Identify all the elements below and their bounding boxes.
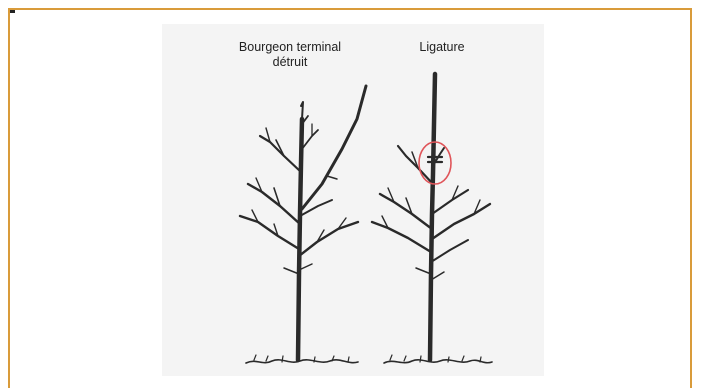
left-tree-trunk [298, 119, 302, 360]
right-tree-ground [384, 360, 492, 363]
frame-corner-mark [10, 10, 15, 13]
right-tree-trunk [430, 74, 435, 360]
figure-frame: Bourgeon terminal détruit Ligature [8, 8, 692, 388]
left-tree-vigorous-shoot [302, 86, 366, 209]
trees-drawing [162, 24, 544, 376]
tree-illustration: Bourgeon terminal détruit Ligature [162, 24, 544, 376]
left-tree-ground [246, 360, 358, 363]
right-tree [372, 74, 492, 363]
left-tree [240, 86, 366, 363]
